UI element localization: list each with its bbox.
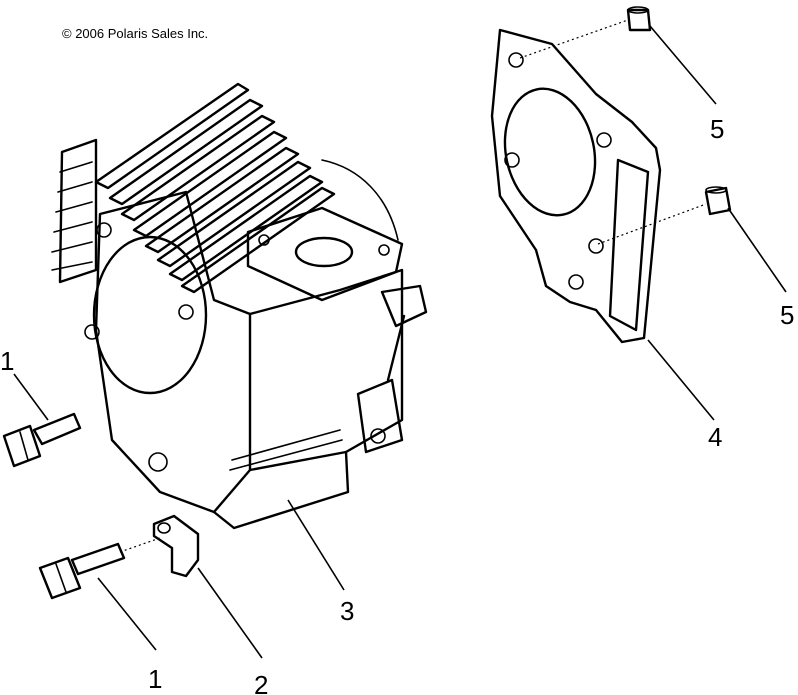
alignment-line-upper — [519, 19, 629, 59]
dowel-upper-drawing — [626, 6, 652, 32]
callout-bolt-lower: 1 — [148, 664, 162, 694]
callout-dowel-lower: 5 — [780, 300, 794, 330]
leader-gasket — [647, 339, 715, 421]
bolt-lower-drawing — [38, 542, 126, 600]
cylinder-front-face — [94, 190, 252, 514]
cylinder-bore — [92, 235, 208, 395]
intake-flange — [246, 206, 404, 302]
bolt-upper-drawing — [2, 412, 82, 468]
callout-clip: 2 — [254, 670, 268, 695]
leader-cylinder — [287, 499, 345, 591]
alignment-line-clip — [119, 537, 161, 553]
alignment-line-lower — [597, 203, 707, 245]
copyright-text: © 2006 Polaris Sales Inc. — [62, 26, 208, 41]
clip-drawing — [152, 514, 200, 578]
callout-bolt-upper: 1 — [0, 346, 14, 376]
leader-clip — [197, 567, 263, 659]
callout-cylinder: 3 — [340, 596, 354, 626]
dowel-lower-drawing — [704, 186, 732, 216]
leader-bolt-lower — [97, 577, 157, 651]
leader-dowel-lower — [727, 207, 787, 293]
gasket-drawing — [490, 28, 662, 344]
cylinder-side-face — [248, 268, 404, 472]
callout-dowel-upper: 5 — [710, 114, 724, 144]
cylinder-drawing — [51, 82, 428, 530]
callout-gasket: 4 — [708, 422, 722, 452]
cooling-fins — [51, 82, 336, 294]
leader-bolt-upper — [13, 373, 49, 421]
leader-dowel-upper — [649, 25, 717, 105]
